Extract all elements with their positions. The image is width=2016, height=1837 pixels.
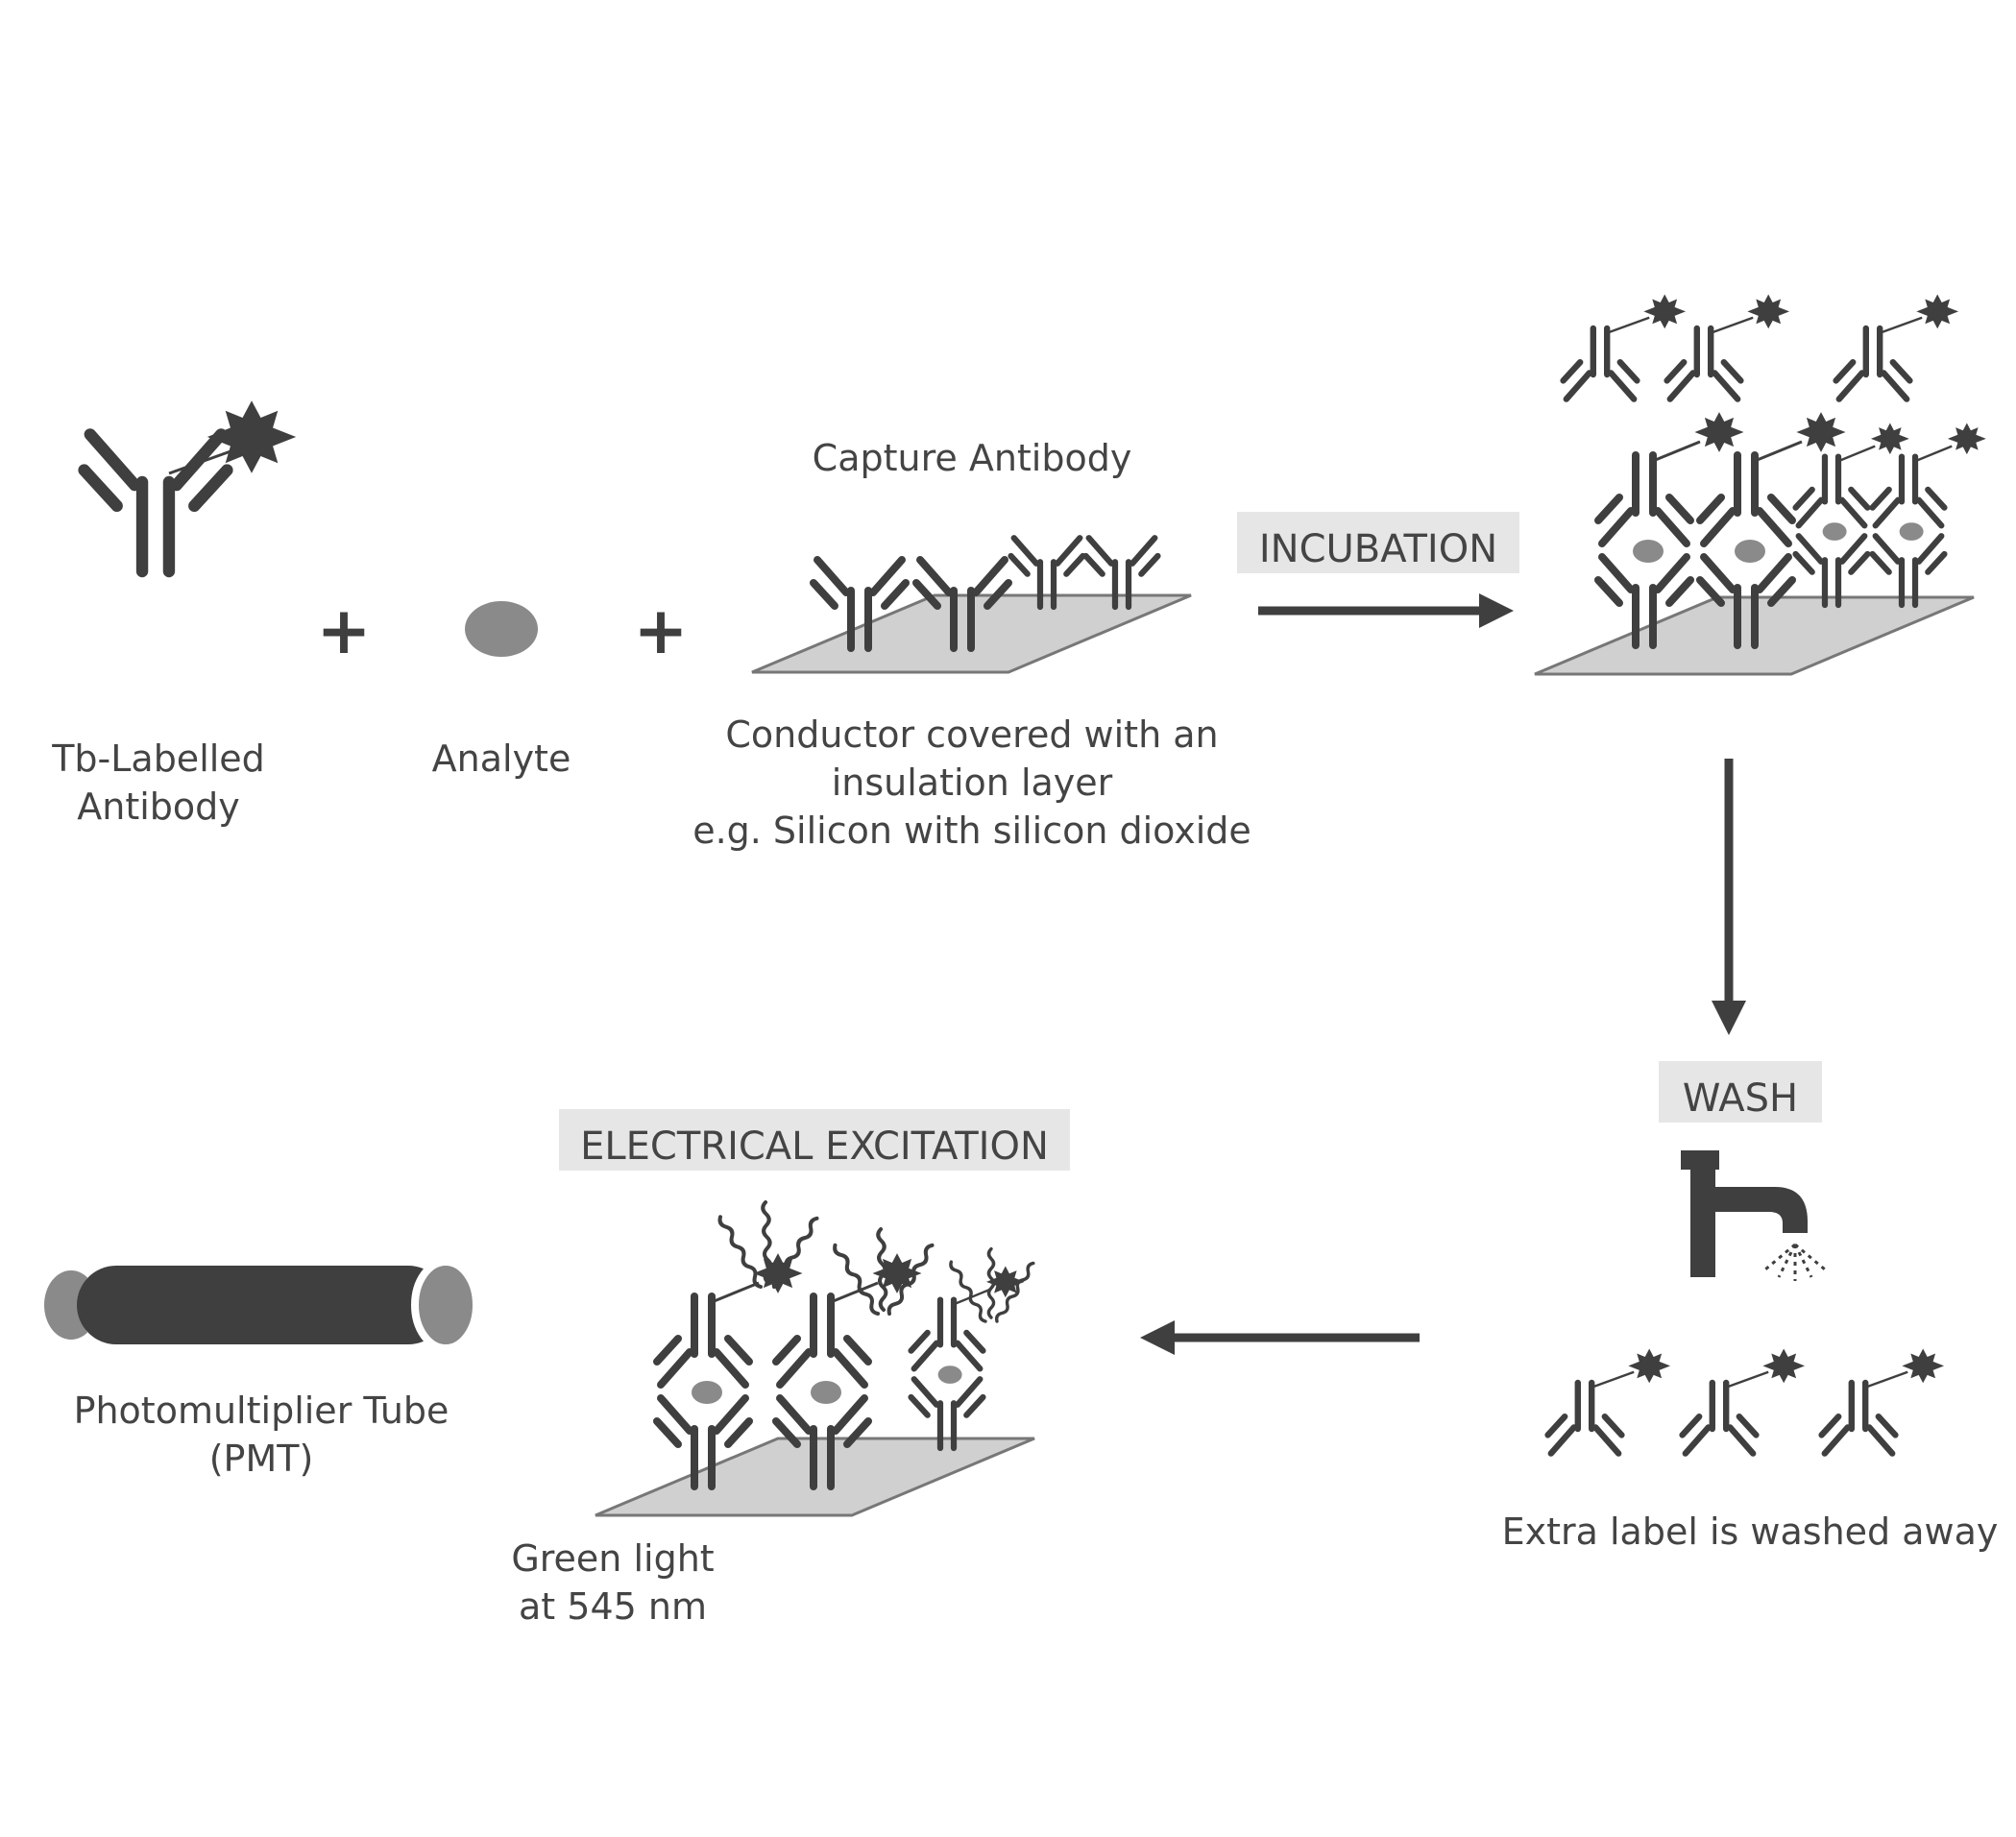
plus-sign: + xyxy=(634,593,689,669)
faucet-icon xyxy=(1681,1150,1826,1281)
plus-sign: + xyxy=(317,593,372,669)
wash-label: WASH xyxy=(1683,1076,1798,1121)
capture-antibody-label: Capture Antibody xyxy=(813,437,1132,479)
conductor-label-line3: e.g. Silicon with silicon dioxide xyxy=(692,810,1251,852)
tb-antibody-label-line1: Tb-Labelled xyxy=(51,737,265,780)
extra-label-caption: Extra label is washed away xyxy=(1502,1511,1999,1553)
free-labelled-antibodies-top xyxy=(1564,295,1958,399)
tb-antibody-label-line2: Antibody xyxy=(77,786,240,828)
tb-labelled-antibody-icon xyxy=(85,400,297,571)
incubation-box xyxy=(1237,512,1519,573)
washed-away-antibodies xyxy=(1548,1349,1944,1454)
conductor-label-line2: insulation layer xyxy=(832,761,1113,804)
photomultiplier-tube-icon xyxy=(44,1258,480,1352)
green-light-label-line1: Green light xyxy=(511,1537,714,1580)
incubation-label: INCUBATION xyxy=(1259,527,1497,571)
terbium-label-icon xyxy=(206,400,297,473)
electrical-excitation-box xyxy=(559,1109,1070,1171)
analyte-label: Analyte xyxy=(432,737,571,780)
wash-box xyxy=(1659,1061,1822,1123)
electrical-excitation-label: ELECTRICAL EXCITATION xyxy=(580,1124,1049,1169)
green-light-label-line2: at 545 nm xyxy=(519,1585,707,1628)
pmt-label-line1: Photomultiplier Tube xyxy=(74,1390,449,1432)
pmt-label-line2: (PMT) xyxy=(209,1438,314,1480)
analyte-icon xyxy=(465,601,538,657)
conductor-label-line1: Conductor covered with an xyxy=(725,713,1218,756)
